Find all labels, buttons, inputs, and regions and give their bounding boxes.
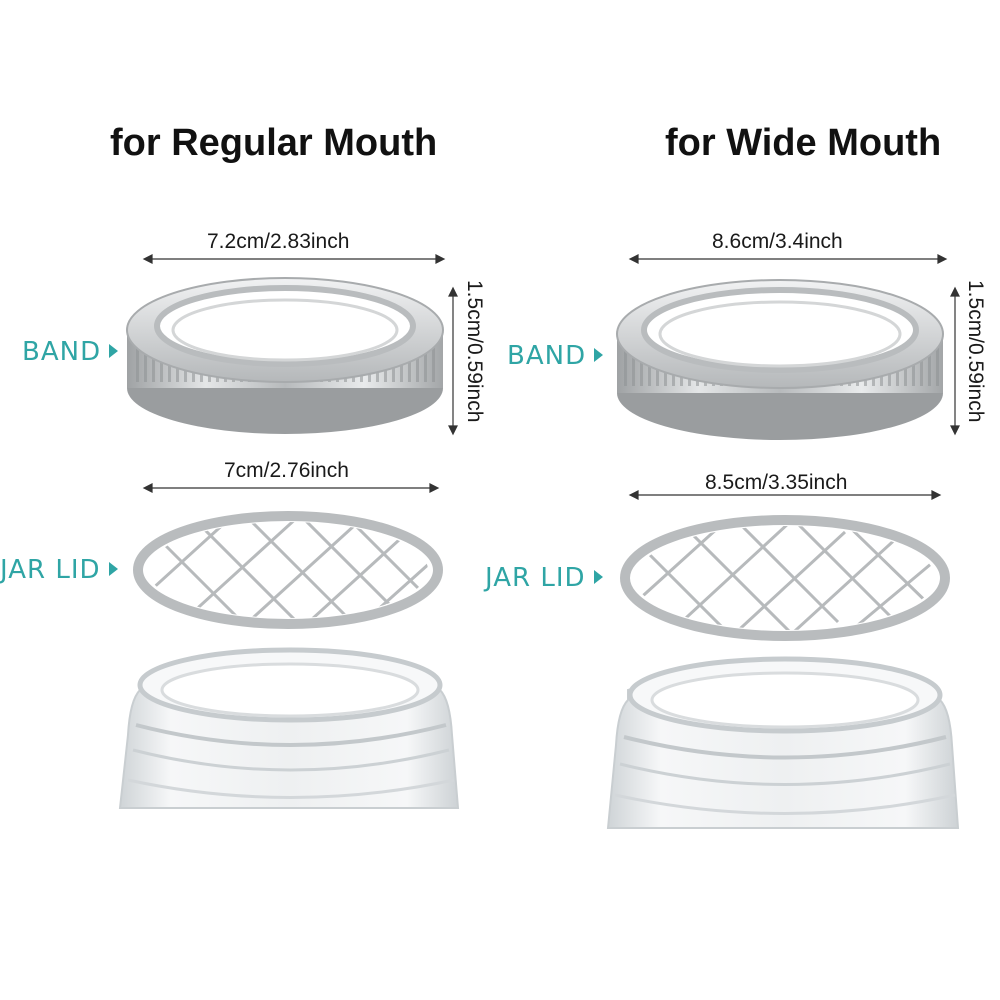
wide-band-tag: BAND [507,341,604,371]
arrow-right-icon [594,347,604,362]
wide-lid-tag-text: JAR LID [485,563,586,593]
wide-lid-width-line [628,490,942,500]
regular-lid-width-label: 7cm/2.76inch [224,459,349,482]
arrow-right-icon [593,569,603,584]
wide-mouth-title: for Wide Mouth [665,122,942,164]
regular-band [126,277,444,434]
regular-band-height-line [448,286,458,436]
wide-jar-lid [620,515,950,641]
wide-lid-tag: JAR LID [485,563,603,593]
regular-lid-width-line [142,483,440,493]
regular-jar-lid [133,511,443,629]
regular-lid-tag-text: JAR LID [0,555,101,585]
regular-band-width-line [142,254,446,264]
regular-lid-tag: JAR LID [0,555,118,585]
wide-lid-width-label: 8.5cm/3.35inch [705,471,848,494]
arrow-right-icon [109,343,119,358]
regular-band-tag-text: BAND [22,337,102,367]
wide-band-height-line [950,286,960,436]
regular-mouth-title: for Regular Mouth [110,122,438,164]
wide-band-width-line [628,254,948,264]
wide-band [616,279,944,440]
arrow-right-icon [108,561,118,576]
wide-band-height-label: 1.5cm/0.59inch [964,280,987,423]
wide-mason-jar [606,656,960,829]
regular-mason-jar [118,647,460,809]
regular-band-width-label: 7.2cm/2.83inch [207,230,350,253]
regular-band-tag: BAND [22,337,119,367]
wide-band-width-label: 8.6cm/3.4inch [712,230,843,253]
wide-band-tag-text: BAND [507,341,587,371]
regular-band-height-label: 1.5cm/0.59inch [463,280,486,423]
